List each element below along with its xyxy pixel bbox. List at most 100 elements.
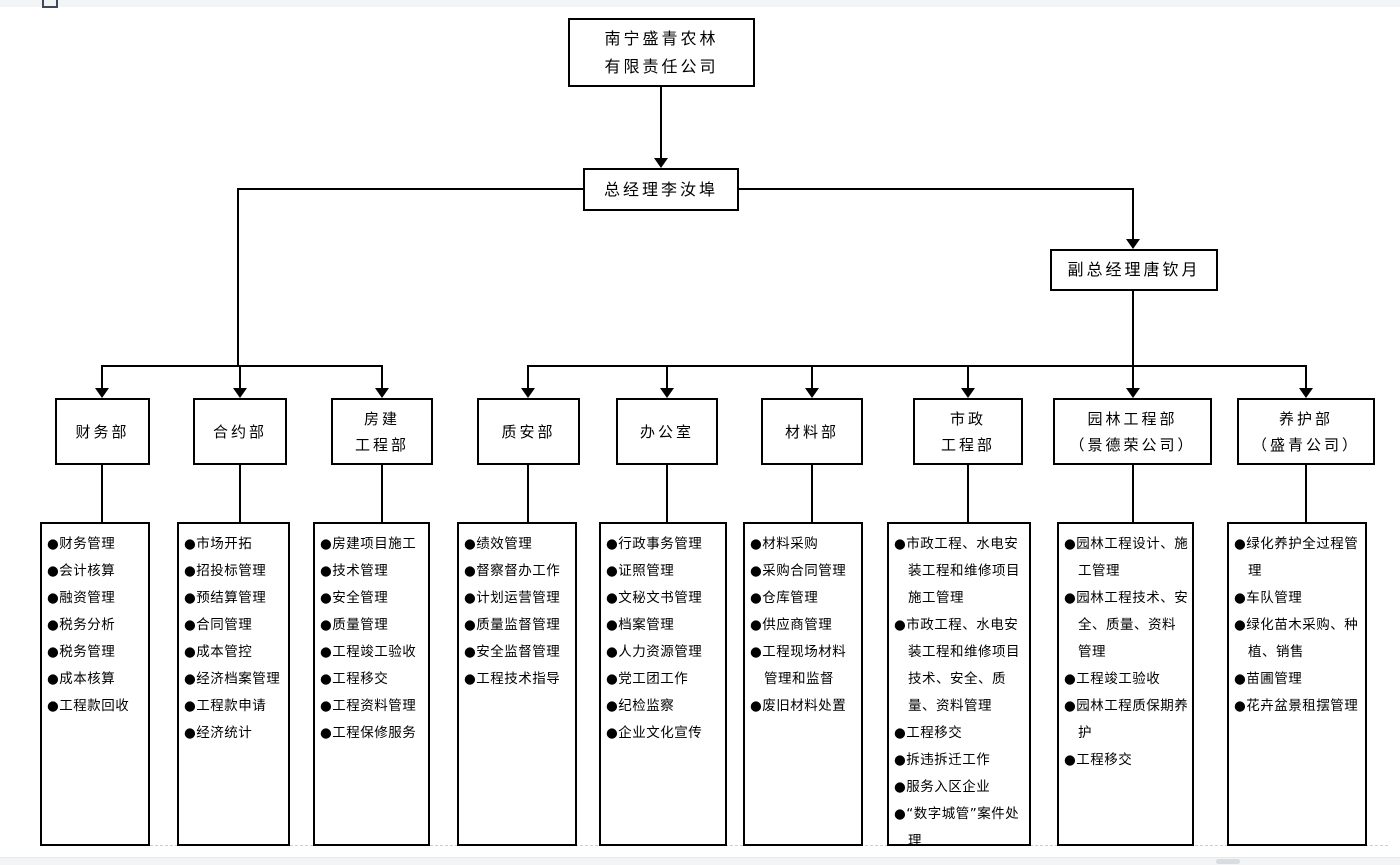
dept-box-landscape-engineering: 园林工程部（景德荣公司）: [1053, 398, 1212, 465]
arrowhead-finance-icon: [95, 388, 109, 398]
duty-list-materials: ●材料采购 ●采购合同管理 ●仓库管理 ●供应商管理 ●工程现场材料管理和监督 ●废旧材料…: [743, 522, 863, 846]
arrowhead-dgm-icon: [1126, 239, 1140, 249]
dept-name-line: 房建: [363, 409, 400, 428]
connector-left-bus: [101, 365, 383, 367]
connector-quality-safety-to-duties: [527, 465, 529, 522]
company-box: 南宁盛青农林 有限责任公司: [568, 18, 755, 87]
duty-item: ●技术管理: [320, 563, 389, 579]
duty-item: ●市政工程、水电安装工程和维修项目施工管理: [894, 536, 1020, 606]
duty-item: ●成本管控: [184, 644, 253, 660]
duty-item: ●工程技术指导: [464, 671, 561, 687]
duty-item: ●车队管理: [1234, 590, 1303, 606]
connector-office-to-duties: [666, 465, 668, 522]
duty-item: ●拆违拆迁工作: [894, 752, 991, 768]
arrowhead-materials-icon: [805, 388, 819, 398]
connector-bus-to-contracts: [239, 365, 241, 389]
connector-bus-to-municipal-engineering: [967, 365, 969, 389]
duty-item: ●招投标管理: [184, 563, 267, 579]
duty-item: ●工程款回收: [47, 698, 130, 714]
connector-finance-to-duties: [101, 465, 103, 522]
duty-list-landscape-engineering: ●园林工程设计、施工管理●园林工程技术、安全、质量、资料管理●工程竣工验收●园林…: [1057, 522, 1194, 846]
duty-item: ●材料采购: [750, 536, 819, 552]
duty-item: ●工程移交: [320, 671, 389, 687]
duty-item: ●行政事务管理: [606, 536, 703, 552]
duty-item: ●质量监督管理: [464, 617, 561, 633]
general-manager-box: 总经理李汝埠: [583, 168, 739, 211]
duty-item: ●经济统计: [184, 725, 253, 741]
duty-item: ●房建项目施工: [320, 536, 417, 552]
duty-item: ●“数字城管”案件处理: [894, 806, 1020, 849]
duty-item: ●服务入区企业: [894, 779, 991, 795]
duty-item: ●文秘文书管理: [606, 590, 703, 606]
duty-item: ●工程竣工验收: [320, 644, 417, 660]
arrowhead-quality-safety-icon: [521, 388, 535, 398]
connector-bus-to-housing-construction: [381, 365, 383, 389]
duty-item: ●企业文化宣传: [606, 725, 703, 741]
duty-item: ●质量管理: [320, 617, 389, 633]
duty-item: ●安全监督管理: [464, 644, 561, 660]
dept-name-line: 养护部: [1278, 409, 1333, 428]
duty-item: ●会计核算: [47, 563, 116, 579]
arrowhead-housing-construction-icon: [375, 388, 389, 398]
dept-name-line: 质安部: [501, 422, 556, 441]
dept-box-housing-construction: 房建工程部: [331, 398, 433, 465]
deputy-general-manager-box: 副总经理唐钦月: [1050, 249, 1218, 291]
dept-name-line: （景德荣公司）: [1069, 435, 1196, 454]
connector-bus-to-maintenance: [1305, 365, 1307, 389]
dept-box-contracts: 合约部: [193, 398, 287, 465]
duty-item: ●税务分析: [47, 617, 116, 633]
duty-list-housing-construction: ●房建项目施工 ●技术管理 ●安全管理 ●质量管理 ●工程竣工验收 ●工程移交 ●工程资料管…: [313, 522, 430, 846]
arrowhead-office-icon: [660, 388, 674, 398]
duty-item: ●融资管理: [47, 590, 116, 606]
duty-item: ●市场开拓: [184, 536, 253, 552]
duty-list-finance: ●财务管理●会计核算●融资管理●税务分析●税务管理●成本核算●工程款回收: [40, 522, 150, 846]
dept-box-quality-safety: 质安部: [477, 398, 580, 465]
duty-list-maintenance: ●绿化养护全过程管理●车队管理●绿化苗木采购、种植、销售●苗圃管理●花卉盆景租摆…: [1227, 522, 1367, 846]
duty-item: ●市政工程、水电安装工程和维修项目技术、安全、质量、资料管理: [894, 617, 1020, 714]
dept-box-office: 办公室: [616, 398, 718, 465]
duty-item: ●预结算管理: [184, 590, 267, 606]
duty-item: ●工程竣工验收: [1064, 671, 1161, 687]
duty-item: ●园林工程质保期养护: [1064, 698, 1189, 741]
duty-item: ●仓库管理: [750, 590, 819, 606]
dept-name-line: 财务部: [75, 422, 130, 441]
connector-housing-construction-to-duties: [381, 465, 383, 522]
connector-dgm-feed: [1132, 290, 1134, 367]
horizontal-scrollbar-thumb[interactable]: [1216, 859, 1240, 864]
company-name-line1: 南宁盛青农林: [604, 28, 719, 48]
duty-item: ●花卉盆景租摆管理: [1234, 698, 1359, 714]
duty-item: ●园林工程技术、安全、质量、资料管理: [1064, 590, 1189, 660]
duty-item: ●督察督办工作: [464, 563, 561, 579]
dept-box-maintenance: 养护部（盛青公司）: [1237, 398, 1375, 465]
connector-bus-to-materials: [811, 365, 813, 389]
connector-gm-right-branch: [739, 188, 1134, 190]
arrowhead-landscape-engineering-icon: [1126, 388, 1140, 398]
arrowhead-contracts-icon: [233, 388, 247, 398]
dept-name-line: 材料部: [784, 422, 839, 441]
duty-item: ●供应商管理: [750, 617, 833, 633]
arrowhead-gm-icon: [654, 158, 668, 168]
duty-item: ●安全管理: [320, 590, 389, 606]
connector-municipal-engineering-to-duties: [967, 465, 969, 522]
duty-item: ●绩效管理: [464, 536, 533, 552]
duty-item: ●证照管理: [606, 563, 675, 579]
duty-item: ●绿化养护全过程管理: [1234, 536, 1359, 579]
duty-item: ●工程资料管理: [320, 698, 417, 714]
duty-list-municipal-engineering: ●市政工程、水电安装工程和维修项目施工管理 ●市政工程、水电安装工程和维修项目技术…: [887, 522, 1031, 849]
connector-materials-to-duties: [811, 465, 813, 522]
connector-bus-to-quality-safety: [527, 365, 529, 389]
connector-landscape-engineering-to-duties: [1132, 465, 1134, 522]
duty-item: ●工程移交: [894, 725, 963, 741]
dept-name-line: 工程部: [354, 435, 409, 454]
duty-item: ●采购合同管理: [750, 563, 847, 579]
duty-item: ●成本核算: [47, 671, 116, 687]
connector-gm-left-branch: [237, 188, 585, 190]
duty-item: ●废旧材料处置: [750, 698, 847, 714]
bottom-chrome-strip: [0, 857, 1400, 865]
duty-item: ●税务管理: [47, 644, 116, 660]
connector-company-to-gm: [660, 87, 662, 159]
connector-bus-to-landscape-engineering: [1132, 365, 1134, 389]
duty-item: ●党工团工作: [606, 671, 689, 687]
duty-item: ●工程现场材料管理和监督: [750, 644, 847, 687]
